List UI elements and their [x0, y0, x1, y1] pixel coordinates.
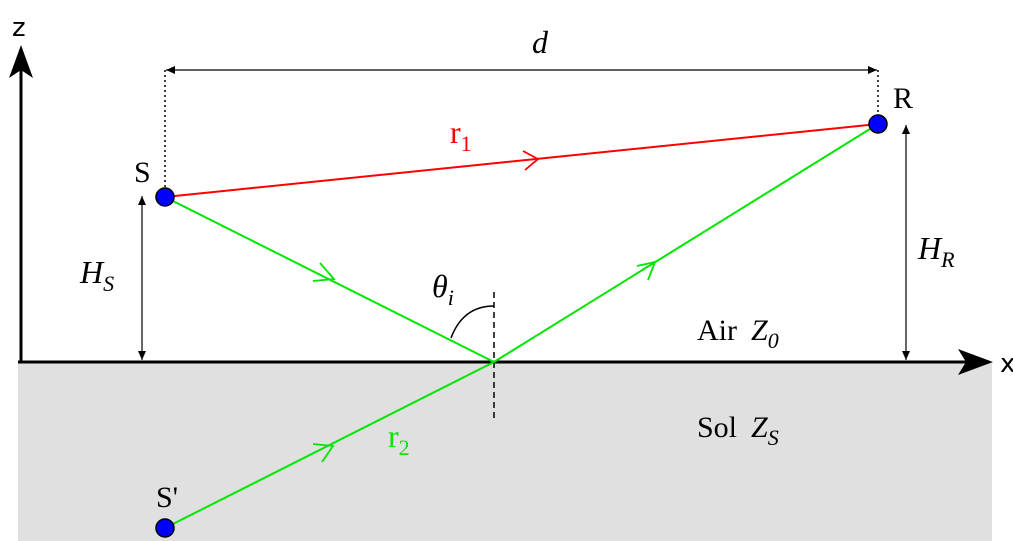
- source-height-label: HS: [79, 254, 114, 296]
- incidence-angle-label: θi: [432, 268, 454, 310]
- incidence-angle-arc: [450, 305, 495, 339]
- z-axis-label: z: [12, 13, 26, 43]
- image-source-point: [155, 518, 175, 538]
- x-axis-label: x: [1000, 349, 1013, 379]
- outgoing-direction-marker: [636, 260, 657, 281]
- direct-ray-label: r1: [450, 114, 472, 156]
- z-axis-arrowhead: [9, 45, 33, 78]
- distance-d-label: d: [532, 24, 549, 60]
- ground-region: [18, 362, 992, 541]
- direct-ray-direction-marker: [522, 150, 540, 171]
- direct-ray-r1: [164, 123, 879, 198]
- x-axis-arrowhead: [958, 349, 993, 375]
- source-point: [155, 187, 175, 207]
- source-label: S: [134, 156, 151, 189]
- receiver-height-label: HR: [917, 230, 955, 272]
- incident-direction-marker: [312, 262, 336, 282]
- reflected-ray-outgoing-segment: [493, 123, 879, 363]
- receiver-point: [868, 114, 888, 134]
- image-ray-direction-marker: [312, 443, 335, 463]
- receiver-label: R: [893, 82, 913, 115]
- reflected-ray-label: r2: [388, 418, 410, 460]
- image-source-label: S': [156, 481, 178, 514]
